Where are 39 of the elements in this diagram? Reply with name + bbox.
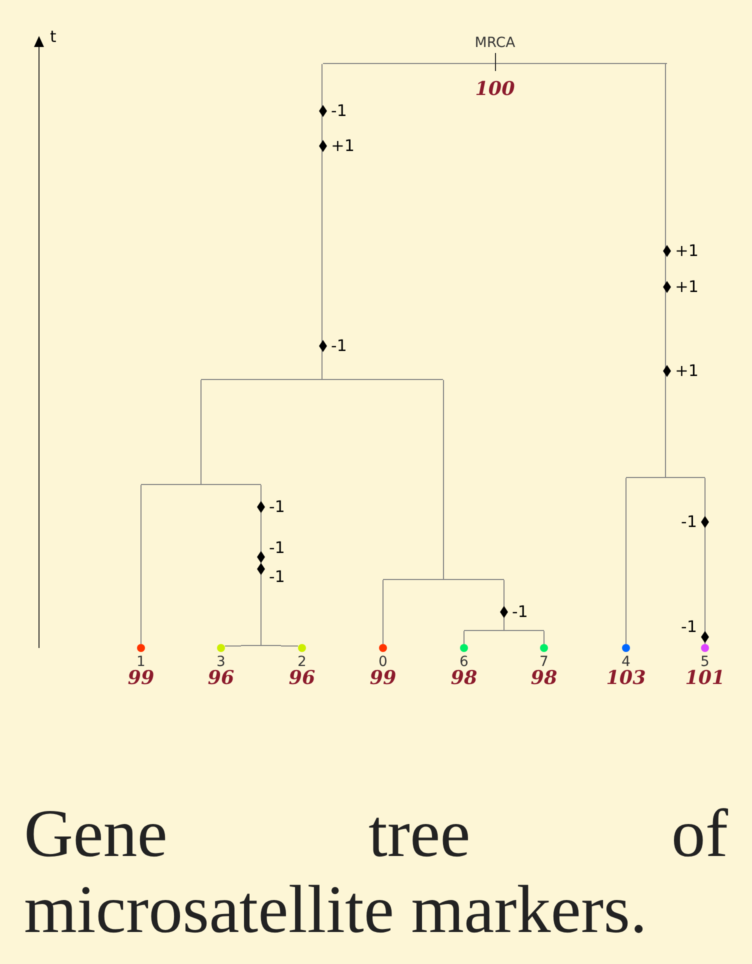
leaf-label: 1 [136,654,146,670]
allele-value: 101 [684,668,726,688]
mutation-label: -1 [331,102,347,120]
branch-line [260,484,262,646]
leaf-label: 6 [460,654,468,670]
node-value: 100 [474,79,516,99]
leaf-label: 3 [216,654,226,670]
node-label: MRCA [474,35,516,51]
mutation-label: +1 [675,242,699,260]
branch-line [200,380,202,486]
leaf-label: 0 [378,654,388,670]
mutation-label: -1 [269,568,285,586]
allele-value: 96 [206,668,236,688]
allele-value: 98 [530,668,558,688]
mutation-label: -1 [269,539,285,557]
mutation-label: +1 [331,137,355,155]
axis-label: t [50,28,56,46]
allele-value: 98 [450,668,478,688]
branch-line [665,64,666,478]
allele-value: 99 [126,668,156,688]
leaf-label: 2 [298,654,306,670]
leaf-label: 5 [700,654,710,670]
allele-value: 96 [288,668,316,688]
mutation-label: -1 [331,337,347,355]
mutation-label: -1 [269,498,285,516]
leaf-label: 7 [540,654,548,670]
caption: Gene tree of microsatellite markers. [24,795,728,947]
allele-value: 99 [368,668,398,688]
mutation-label: +1 [675,278,699,296]
branch-line [443,380,444,580]
branch-line [382,580,384,644]
allele-value: 103 [605,668,647,688]
mutation-label: -1 [680,618,697,636]
mutation-label: +1 [675,362,699,380]
mutation-label: -1 [680,513,697,531]
mutation-label: -1 [512,603,528,621]
branch-line [140,484,142,644]
branch-line [704,478,706,644]
leaf-label: 4 [622,654,630,670]
